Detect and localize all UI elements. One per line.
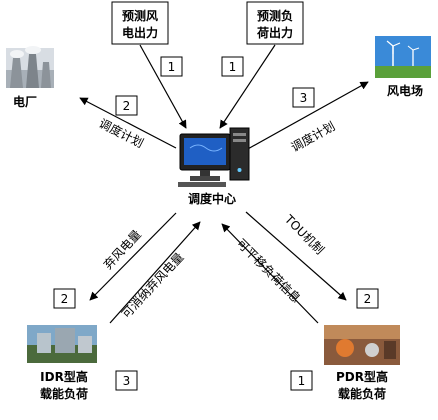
wind-forecast-box: 预测风 电出力 [111,1,169,45]
svg-text:1: 1 [229,60,237,74]
svg-text:3: 3 [123,374,131,388]
idr-arrow-in-label: 弃风电量 [100,227,144,272]
power-plant-label: 电厂 [13,94,37,109]
arrow-pdr-to-center [221,223,319,324]
load-forecast-box: 预测负 荷出力 [246,1,304,45]
arrow-load-forecast-to-center [219,44,276,129]
arrow-center-to-power-plant [79,97,177,149]
step-box-idr-in: 3 [115,370,138,391]
step-box-load-forecast: 1 [221,56,244,77]
arrow-idr-to-center [109,221,201,324]
step-box-power-plant: 2 [115,95,138,116]
pdr-label-line2: 载能负荷 [338,386,386,401]
computer-icon [178,127,250,187]
wind-farm-arrow-label: 调度计划 [288,118,337,154]
idr-label-line2: 载能负荷 [40,386,88,401]
svg-text:2: 2 [123,99,131,113]
pdr-label-line1: PDR型高 [336,369,388,384]
pdr-arrow-in-label: TOU机制 [281,212,327,258]
svg-text:2: 2 [364,292,372,306]
idr-label-line1: IDR型高 [40,369,88,384]
power-plant-arrow-label: 调度计划 [97,115,147,150]
load-forecast-line1: 预测负 [257,8,293,23]
arrow-center-to-wind-farm [245,81,369,151]
dispatch-center-label: 调度中心 [188,191,236,206]
power-plant-icon [6,46,54,88]
step-box-pdr-out: 2 [356,288,379,309]
wind-farm-icon [375,36,431,78]
load-forecast-line2: 荷出力 [256,25,293,40]
pdr-arrow-out-label: 可平移负荷信息 [234,236,304,306]
step-box-pdr-in: 1 [290,370,313,391]
wind-farm-label: 风电场 [387,83,423,98]
arrow-wind-forecast-to-center [139,44,187,129]
svg-text:3: 3 [300,91,308,105]
step-box-idr-out: 2 [53,288,76,309]
idr-arrow-out-label: 可消纳弃风电量 [118,249,186,321]
step-box-wind-farm: 3 [292,87,315,108]
arrow-center-to-idr [89,212,177,301]
svg-text:2: 2 [61,292,69,306]
step-box-wind-forecast: 1 [160,56,183,77]
idr-load-icon [27,325,97,363]
svg-text:1: 1 [168,60,176,74]
arrow-center-to-pdr [245,211,347,301]
wind-forecast-line2: 电出力 [122,25,158,40]
svg-text:1: 1 [298,374,306,388]
pdr-load-icon [324,325,400,365]
wind-forecast-line1: 预测风 [122,8,158,23]
